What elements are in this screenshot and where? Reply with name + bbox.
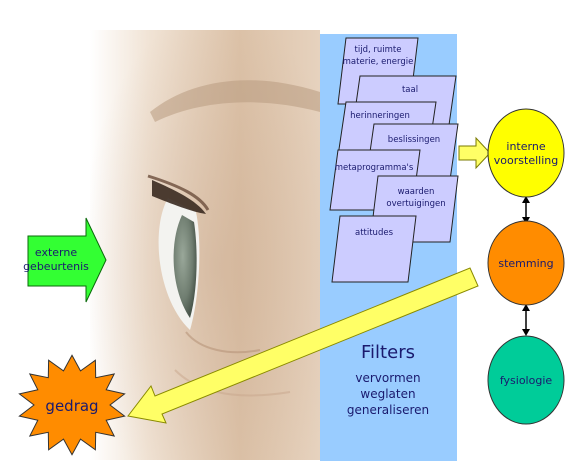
filter-card-line: taal <box>402 85 418 95</box>
gedrag-burst: gedrag <box>18 354 126 456</box>
connector-arrowhead <box>522 329 530 336</box>
eye-photo <box>90 30 320 460</box>
filter-card-line: beslissingen <box>388 135 440 145</box>
filter-card <box>331 215 417 283</box>
filter-card-line: overtuigingen <box>386 199 445 209</box>
label-line: gebeurtenis <box>23 260 89 273</box>
filter-card-line: materie, energie <box>343 57 414 67</box>
filter-card-label: herinneringen <box>350 111 410 121</box>
fysiologie-label: fysiologie <box>500 374 553 387</box>
filter-card-label: beslissingen <box>388 135 440 145</box>
filter-to-intern-arrow <box>458 136 491 170</box>
filter-card-line: herinneringen <box>350 111 410 121</box>
filters-panel: tijd, ruimte materie, energie taal herinner… <box>320 34 459 461</box>
label-line: interne <box>506 140 545 153</box>
filter-operation: generaliseren <box>347 403 429 417</box>
stemming-label: stemming <box>498 257 553 270</box>
filter-card-label: metaprogramma's <box>335 163 414 173</box>
gedrag-label: gedrag <box>45 397 98 415</box>
fysiologie-ellipse <box>487 335 565 425</box>
label-line: voorstelling <box>494 154 558 167</box>
stemming-ellipse <box>487 220 565 306</box>
filter-card-line: tijd, ruimte <box>355 45 402 55</box>
label-line: externe <box>35 246 77 259</box>
filters-title: Filters <box>361 342 415 363</box>
filter-card-line: attitudes <box>355 228 394 238</box>
filter-card-line: waarden <box>398 187 435 197</box>
label-line: fysiologie <box>500 374 553 387</box>
filter-operation: vervormen <box>355 371 420 385</box>
stemming-to-gedrag-arrow <box>127 267 479 424</box>
label-line: stemming <box>498 257 553 270</box>
filter-card-line: metaprogramma's <box>335 163 414 173</box>
filter-card-label: attitudes <box>355 228 394 238</box>
filter-card-label: taal <box>402 85 418 95</box>
gedrag-starburst <box>18 354 126 456</box>
filter-operation: weglaten <box>360 387 415 401</box>
state-stemming: stemming <box>487 220 565 306</box>
filter-card-label: waarden overtuigingen <box>386 187 445 209</box>
intern-ellipse <box>487 108 565 198</box>
connector-arrowhead <box>522 304 530 311</box>
connector-arrowhead <box>522 196 530 203</box>
external-arrow-shape <box>27 217 107 303</box>
state-fysiologie: fysiologie <box>487 335 565 425</box>
filter-card-label: tijd, ruimte materie, energie <box>343 45 414 67</box>
